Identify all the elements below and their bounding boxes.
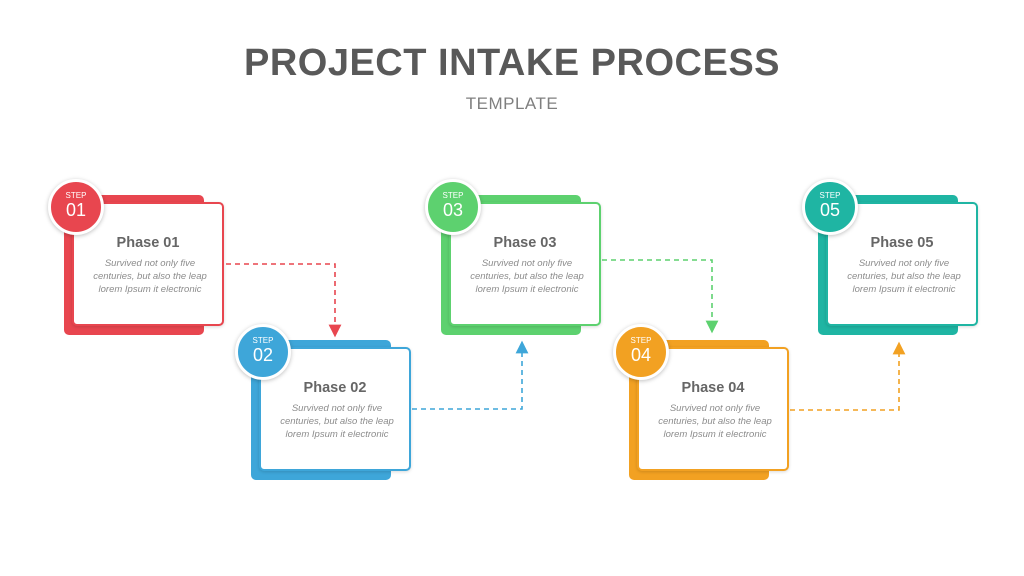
step-5-badge-label: STEP [819, 191, 841, 200]
step-5-description: Survived not only five centuries, but al… [847, 258, 961, 295]
step-5-badge-number: 05 [819, 200, 841, 220]
connector-2-3 [412, 340, 529, 410]
step-4-description: Survived not only five centuries, but al… [658, 403, 772, 440]
connector-3-4 [602, 259, 719, 334]
step-5-badge: STEP 05 [802, 179, 858, 235]
step-2-title: Phase 02 [303, 380, 367, 396]
step-2-description: Survived not only five centuries, but al… [280, 403, 394, 440]
step-3-title: Phase 03 [493, 235, 557, 251]
step-2-badge-number: 02 [252, 345, 274, 365]
step-1-badge-number: 01 [65, 200, 87, 220]
step-3-badge-label: STEP [442, 191, 464, 200]
step-1-badge: STEP 01 [48, 179, 104, 235]
step-4-title: Phase 04 [681, 380, 745, 396]
step-1-title: Phase 01 [116, 235, 180, 251]
page-title: PROJECT INTAKE PROCESS [243, 42, 781, 84]
step-card-5: Phase 05 Survived not only five centurie… [802, 179, 998, 335]
page-subtitle: TEMPLATE [465, 94, 559, 113]
step-card-4: Phase 04 Survived not only five centurie… [613, 324, 809, 480]
connector-1-2 [226, 263, 342, 338]
step-1-badge-label: STEP [65, 191, 87, 200]
connector-4-5 [790, 341, 906, 411]
step-3-badge: STEP 03 [425, 179, 481, 235]
step-2-badge-label: STEP [252, 336, 274, 345]
step-4-badge-label: STEP [630, 336, 652, 345]
step-3-badge-number: 03 [442, 200, 464, 220]
step-3-description: Survived not only five centuries, but al… [470, 258, 584, 295]
step-card-3: Phase 03 Survived not only five centurie… [425, 179, 621, 335]
step-4-badge: STEP 04 [613, 324, 669, 380]
step-5-title: Phase 05 [870, 235, 934, 251]
step-card-1: Phase 01 Survived not only five centurie… [48, 179, 244, 335]
step-card-2: Phase 02 Survived not only five centurie… [235, 324, 431, 480]
step-1-description: Survived not only five centuries, but al… [93, 258, 207, 295]
step-4-badge-number: 04 [630, 345, 652, 365]
step-2-badge: STEP 02 [235, 324, 291, 380]
